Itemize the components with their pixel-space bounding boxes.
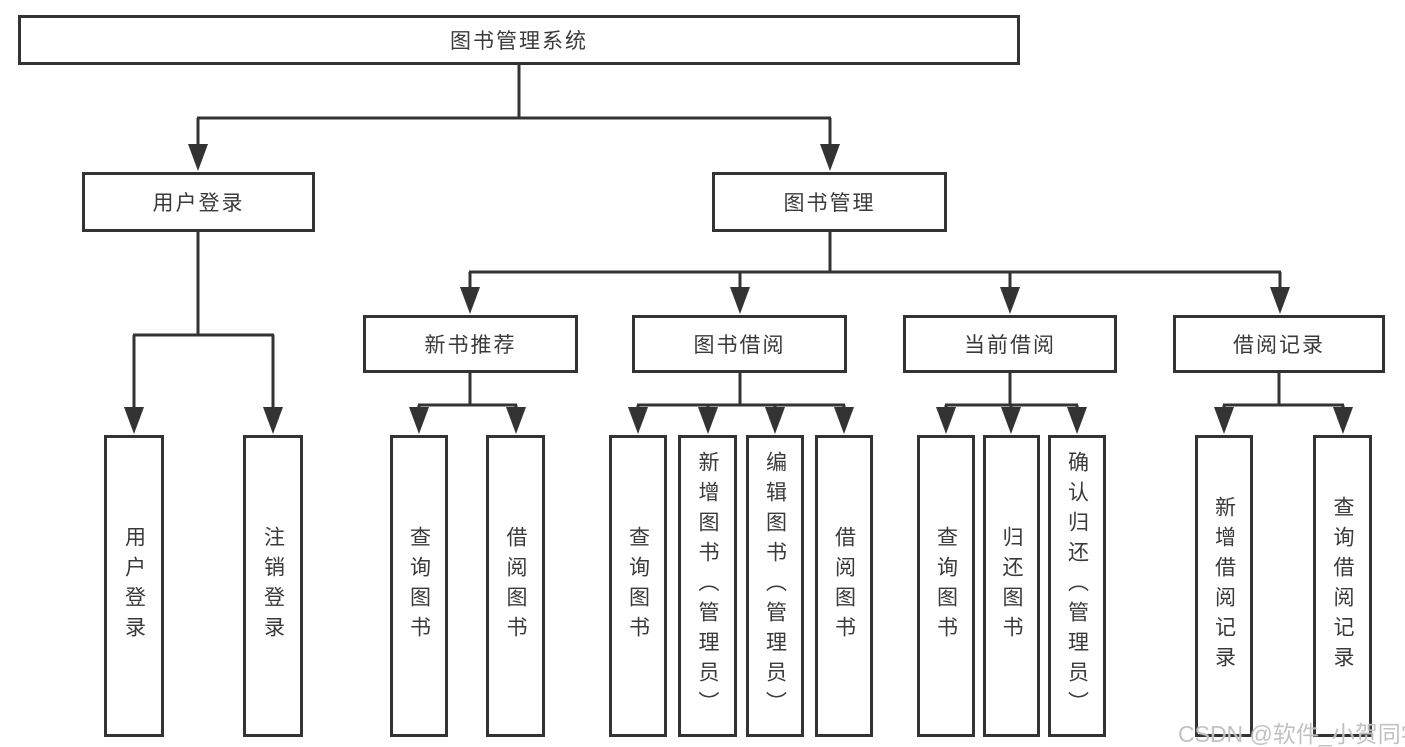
leaf-edit-book-admin: 编辑图书（管理员） <box>746 435 804 737</box>
arrow-down-icon <box>730 287 750 314</box>
connector-borrow-to-leaves <box>636 373 846 411</box>
leaf-query-borrow-record: 查询借阅记录 <box>1313 435 1372 737</box>
node-label: 借阅图书 <box>504 526 527 646</box>
leaf-logout: 注销登录 <box>243 435 303 737</box>
connector-recommend-to-leaves <box>417 373 518 411</box>
arrow-down-icon <box>1214 407 1234 434</box>
arrow-down-icon <box>124 407 144 434</box>
arrow-down-icon <box>834 407 854 434</box>
node-label: 确认归还（管理员） <box>1065 451 1089 721</box>
node-label: 新增借阅记录 <box>1212 496 1236 676</box>
node-label: 查询图书 <box>407 526 431 646</box>
arrow-down-icon <box>506 407 526 434</box>
connector-userlogin-to-leaves <box>132 232 275 410</box>
leaf-return-book: 归还图书 <box>983 435 1040 737</box>
connector-bookmgmt-to-level3 <box>468 232 1282 290</box>
arrow-down-icon <box>1067 407 1087 434</box>
arrow-down-icon <box>1333 407 1353 434</box>
node-book-borrow: 图书借阅 <box>632 315 847 373</box>
node-book-management: 图书管理 <box>712 172 947 232</box>
node-root-system: 图书管理系统 <box>18 15 1020 65</box>
node-label: 图书管理系统 <box>450 30 588 53</box>
watermark: CSDN @软件_小贺同学 <box>1178 721 1405 747</box>
arrow-down-icon <box>1270 287 1290 314</box>
node-label: 借阅记录 <box>1233 334 1325 357</box>
leaf-add-borrow-record: 新增借阅记录 <box>1195 435 1253 737</box>
leaf-query-books-current: 查询图书 <box>917 435 975 737</box>
node-label: 注销登录 <box>261 526 285 646</box>
node-label: 用户登录 <box>122 526 146 646</box>
connector-records-to-leaves <box>1222 373 1345 411</box>
node-label: 编辑图书（管理员） <box>763 451 787 721</box>
arrow-down-icon <box>628 407 648 434</box>
node-label: 归还图书 <box>1000 526 1023 646</box>
arrow-down-icon <box>698 407 718 434</box>
arrow-down-icon <box>409 407 429 434</box>
arrow-down-icon <box>936 407 956 434</box>
node-label: 图书管理 <box>783 192 876 215</box>
arrow-down-icon <box>765 407 785 434</box>
node-new-book-recommend: 新书推荐 <box>363 315 578 373</box>
leaf-query-books-borrow: 查询图书 <box>609 435 667 737</box>
node-label: 借阅图书 <box>832 526 856 646</box>
leaf-confirm-return-admin: 确认归还（管理员） <box>1048 435 1106 737</box>
node-label: 查询图书 <box>934 526 958 646</box>
leaf-borrow-books-recommend: 借阅图书 <box>486 435 545 737</box>
arrow-down-icon <box>1000 287 1020 314</box>
node-label: 查询图书 <box>626 526 650 646</box>
leaf-add-book-admin: 新增图书（管理员） <box>678 435 737 737</box>
leaf-user-login: 用户登录 <box>104 435 164 737</box>
connector-root-to-level2 <box>196 65 832 147</box>
arrow-down-icon <box>1001 407 1021 434</box>
arrow-down-icon <box>263 407 283 434</box>
arrow-down-icon <box>188 144 208 171</box>
connector-current-to-leaves <box>944 373 1079 411</box>
node-label: 新增图书（管理员） <box>696 451 719 721</box>
node-borrow-records: 借阅记录 <box>1173 315 1385 373</box>
leaf-borrow-books: 借阅图书 <box>815 435 873 737</box>
arrow-down-icon <box>460 287 480 314</box>
leaf-query-books-recommend: 查询图书 <box>390 435 448 737</box>
node-label: 当前借阅 <box>964 334 1056 357</box>
node-label: 查询借阅记录 <box>1331 496 1354 676</box>
node-current-borrow: 当前借阅 <box>903 315 1117 373</box>
node-label: 新书推荐 <box>424 334 517 357</box>
arrow-down-icon <box>820 144 840 171</box>
node-label: 用户登录 <box>152 192 245 215</box>
node-label: 图书借阅 <box>693 334 786 357</box>
node-user-login: 用户登录 <box>82 172 315 232</box>
